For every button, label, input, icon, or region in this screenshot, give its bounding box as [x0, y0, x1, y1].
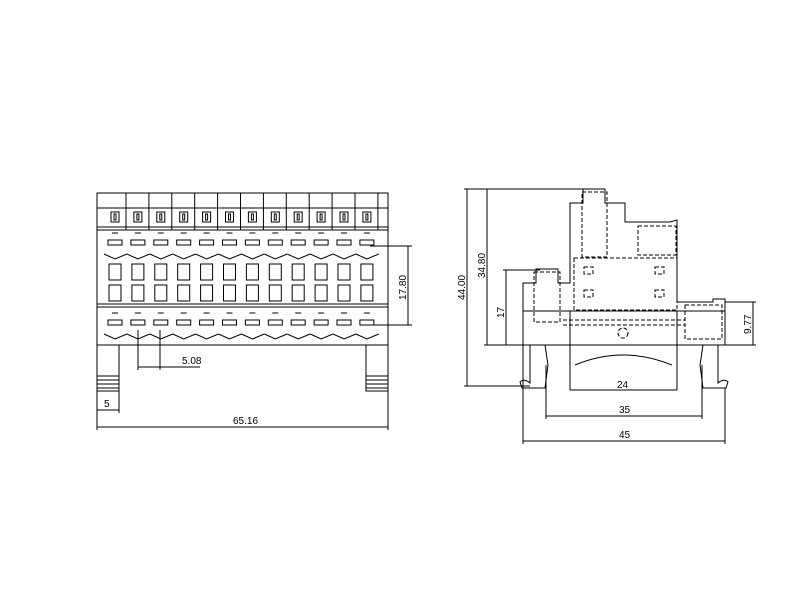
- terminal: [355, 211, 379, 340]
- dim-overall-width: 65.16: [96, 345, 389, 430]
- terminal: [309, 211, 334, 340]
- terminal: [218, 211, 242, 340]
- dim-label: 17.80: [398, 275, 409, 300]
- dim-inner-width: 24: [570, 380, 673, 391]
- dim-label: 9.77: [743, 314, 754, 334]
- dim-row-spacing: 17.80: [370, 245, 412, 326]
- dim-label: 34.80: [477, 253, 488, 278]
- terminal: [195, 211, 219, 340]
- dim-right-height: 9.77: [725, 301, 756, 346]
- dim-label: 65.16: [233, 416, 258, 427]
- left-foot: [96, 344, 120, 392]
- front-view: 65.16 5 5.08 17.80: [96, 192, 412, 430]
- dim-label: 5: [104, 399, 110, 410]
- dim-label: 45: [619, 430, 631, 441]
- front-outline: [96, 192, 389, 346]
- terminal: [149, 211, 173, 340]
- terminal: [332, 211, 357, 340]
- dim-lower-height: 17: [496, 269, 540, 345]
- dim-pitch: 5.08: [137, 330, 202, 370]
- dim-overall-width-side: 45: [522, 345, 726, 444]
- dim-upper-height: 34.80: [477, 189, 523, 346]
- dim-total-height: 44.00: [457, 188, 605, 387]
- dim-label: 44.00: [457, 275, 468, 300]
- terminal: [286, 211, 311, 340]
- dim-label: 24: [617, 380, 629, 391]
- terminal: [241, 211, 265, 340]
- side-view: 44.00 34.80 17 9.77 24 35 45: [457, 188, 756, 444]
- dim-rail-width: 35: [545, 365, 703, 419]
- terminal: [126, 211, 150, 340]
- dim-foot-width: 5: [97, 391, 120, 413]
- terminal: [103, 211, 128, 340]
- right-foot: [365, 344, 389, 392]
- terminal: [172, 211, 196, 340]
- side-outline: [522, 188, 726, 346]
- dim-label: 35: [619, 405, 631, 416]
- terminal: [264, 211, 288, 340]
- dim-label: 17: [496, 306, 507, 318]
- dim-label: 5.08: [182, 356, 202, 367]
